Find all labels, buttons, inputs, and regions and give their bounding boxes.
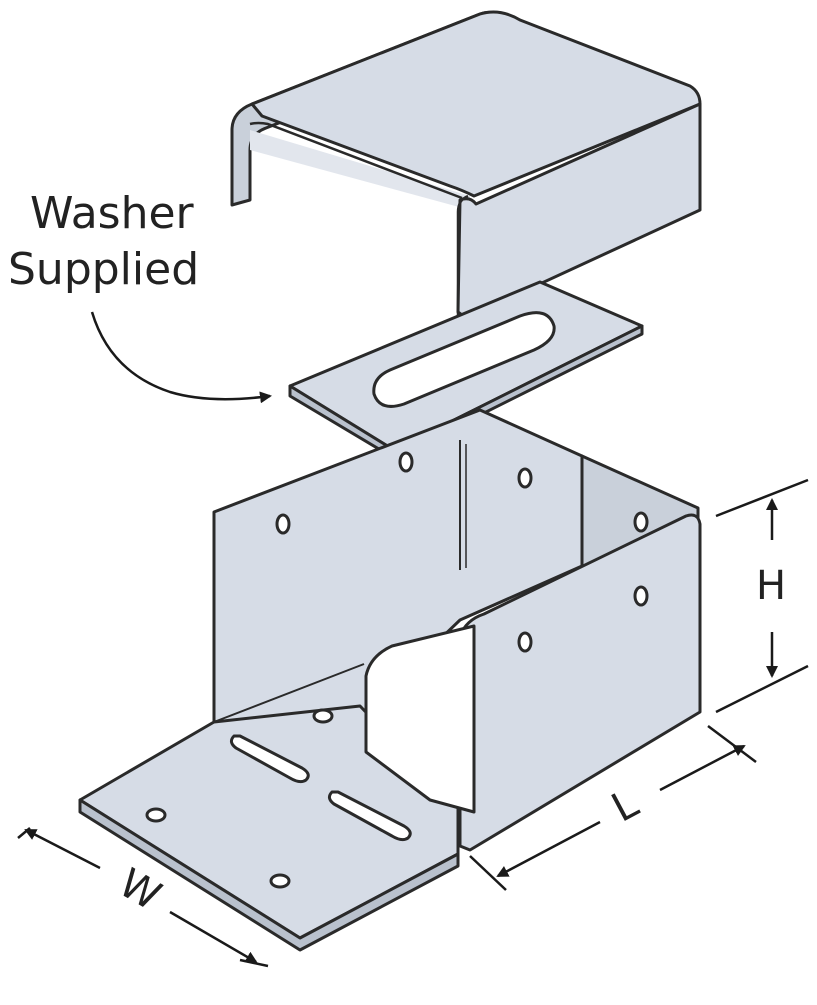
post-cap xyxy=(230,10,702,320)
height-label: H xyxy=(756,563,787,609)
callout-label-line2: Supplied xyxy=(8,244,200,295)
callout-arrow xyxy=(90,311,272,404)
washer xyxy=(288,280,644,460)
dimension-lines xyxy=(17,478,809,968)
post-base xyxy=(78,408,702,952)
callout-label-line1: Washer xyxy=(30,188,194,239)
